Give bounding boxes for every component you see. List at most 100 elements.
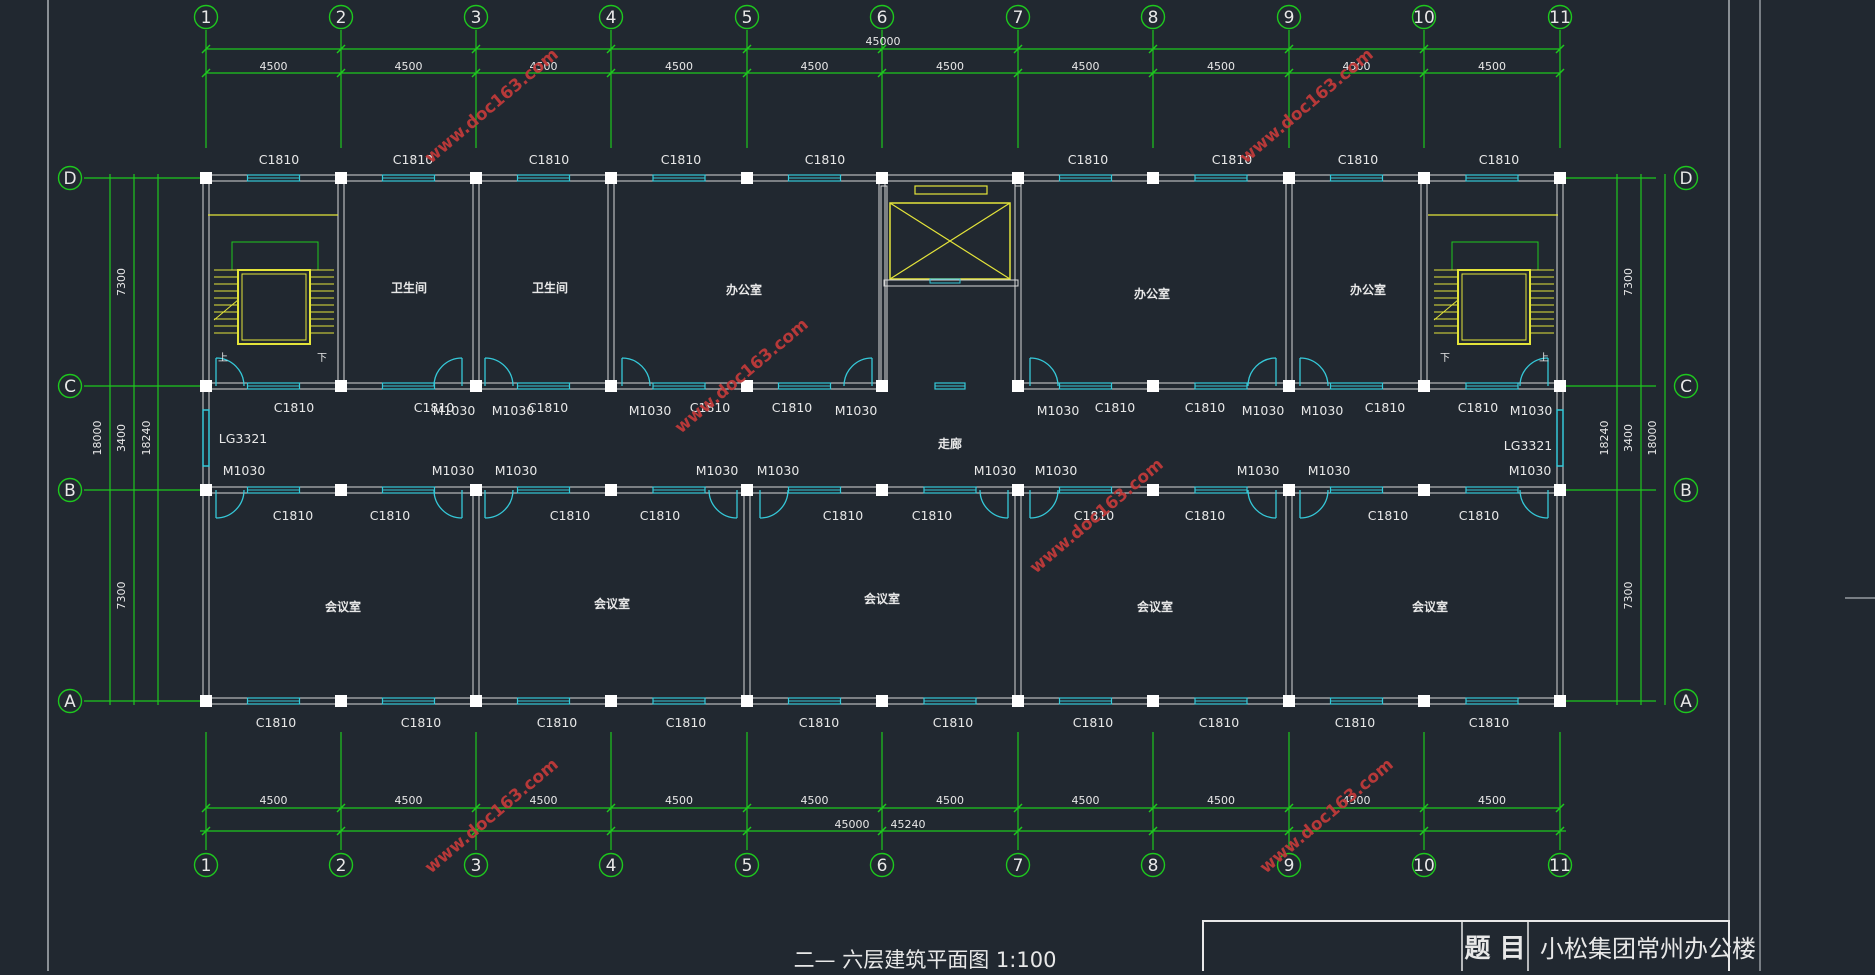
column — [1418, 380, 1430, 392]
label-door-c: M1030 — [629, 403, 672, 418]
room-label-meeting2: 会议室 — [594, 596, 630, 611]
label-window-b: C1810 — [273, 508, 314, 523]
watermark: www.doc163.com — [1236, 45, 1377, 168]
dim-tick — [201, 803, 211, 813]
label-window-bottom: C1810 — [1073, 715, 1114, 730]
column — [605, 172, 617, 184]
dim-right-18240: 18240 — [1598, 421, 1611, 456]
door — [1247, 357, 1277, 387]
dim-tick — [1555, 826, 1565, 836]
column — [200, 172, 212, 184]
axis-grid — [84, 30, 1656, 850]
axis-bubble-bottom-2-circle — [328, 852, 354, 878]
column — [1554, 172, 1566, 184]
column — [1418, 695, 1430, 707]
column — [335, 484, 347, 496]
label-door-b: M1030 — [432, 463, 475, 478]
door — [1519, 357, 1549, 387]
stair-well-inner — [241, 273, 307, 341]
axis-bubble-top-5-circle — [734, 4, 760, 30]
axis-bubble-left-B-circle — [57, 477, 83, 503]
wall-v — [1285, 489, 1293, 702]
stair-rail — [231, 241, 319, 270]
column — [470, 172, 482, 184]
dim-tick — [1148, 68, 1158, 78]
dim-tick — [877, 44, 887, 54]
stair-break — [1433, 299, 1459, 321]
axis-bubble-bottom-11-text: 11 — [1549, 856, 1571, 876]
axis-bubble-left-A-text: A — [64, 692, 76, 712]
dim-tick — [1419, 826, 1429, 836]
wall-v — [337, 177, 345, 387]
label-window-bottom: C1810 — [799, 715, 840, 730]
dim-tick — [742, 803, 752, 813]
label-door-c: M1030 — [433, 403, 476, 418]
label-window-c: C1810 — [414, 400, 455, 415]
column — [200, 484, 212, 496]
column — [1147, 380, 1159, 392]
axis-bubble-bottom-1-circle — [193, 852, 219, 878]
axis-bubble-bottom-11-circle — [1547, 852, 1573, 878]
axis-bubble-bottom-4-text: 4 — [606, 856, 617, 876]
dim-tick — [1284, 803, 1294, 813]
dim-left-18000: 18000 — [91, 421, 104, 456]
axis-bubble-right-A-circle — [1673, 688, 1699, 714]
watermark: www.doc163.com — [421, 755, 562, 878]
label-window-c: C1810 — [1458, 400, 1499, 415]
dim-tick — [1148, 44, 1158, 54]
dim-tick — [1013, 803, 1023, 813]
wall-v — [607, 177, 615, 387]
dim-tick — [1013, 44, 1023, 54]
column — [1418, 172, 1430, 184]
stair-mark-down: 下 — [317, 353, 327, 364]
elevator-diag — [889, 202, 1011, 280]
label-window-top: C1810 — [661, 152, 702, 167]
column — [1147, 172, 1159, 184]
axis-bubble-top-7-text: 7 — [1013, 8, 1024, 28]
title-block-value: 小松集团常州办公楼 — [1540, 935, 1756, 963]
room-label-meeting1: 会议室 — [325, 599, 361, 614]
big-window-right — [1556, 409, 1564, 467]
column — [1147, 484, 1159, 496]
dim-tick — [1555, 44, 1565, 54]
label-window-bottom: C1810 — [1335, 715, 1376, 730]
label-door-b: M1030 — [1509, 463, 1552, 478]
room-label-toilet1: 卫生间 — [391, 280, 427, 295]
room-label-meeting4: 会议室 — [1137, 599, 1173, 614]
door — [215, 489, 245, 519]
label-window-b: C1810 — [1074, 508, 1115, 523]
label-window-b: C1810 — [550, 508, 591, 523]
label-window-c: C1810 — [772, 400, 813, 415]
stair-break — [213, 299, 239, 321]
door — [433, 357, 463, 387]
axis-bubble-bottom-5-text: 5 — [742, 856, 753, 876]
dim-tick — [471, 826, 481, 836]
label-window-c: C1810 — [690, 400, 731, 415]
dim-bay-top-1: 4500 — [260, 60, 288, 73]
door — [1029, 357, 1059, 387]
column — [1012, 484, 1024, 496]
dim-right-7300-bottom: 7300 — [1622, 582, 1635, 610]
axis-bubble-top-3-text: 3 — [471, 8, 482, 28]
wall-v — [472, 177, 480, 387]
column — [335, 380, 347, 392]
label-window-b: C1810 — [640, 508, 681, 523]
dim-bay-top-7: 4500 — [1072, 60, 1100, 73]
column — [741, 172, 753, 184]
label-window-top: C1810 — [1338, 152, 1379, 167]
door — [1247, 489, 1277, 519]
column — [470, 484, 482, 496]
stair-well — [1457, 269, 1531, 345]
axis-bubble-top-5-text: 5 — [742, 8, 753, 28]
axis-bubble-left-D-text: D — [63, 169, 76, 189]
column — [876, 695, 888, 707]
door — [433, 489, 463, 519]
watermark: www.doc163.com — [1256, 755, 1397, 878]
dim-right-7300-top: 7300 — [1622, 268, 1635, 296]
dim-tick — [606, 803, 616, 813]
label-window-b: C1810 — [823, 508, 864, 523]
dim-bay-top-5: 4500 — [801, 60, 829, 73]
axis-bubble-bottom-2-text: 2 — [336, 856, 347, 876]
column — [1283, 484, 1295, 496]
